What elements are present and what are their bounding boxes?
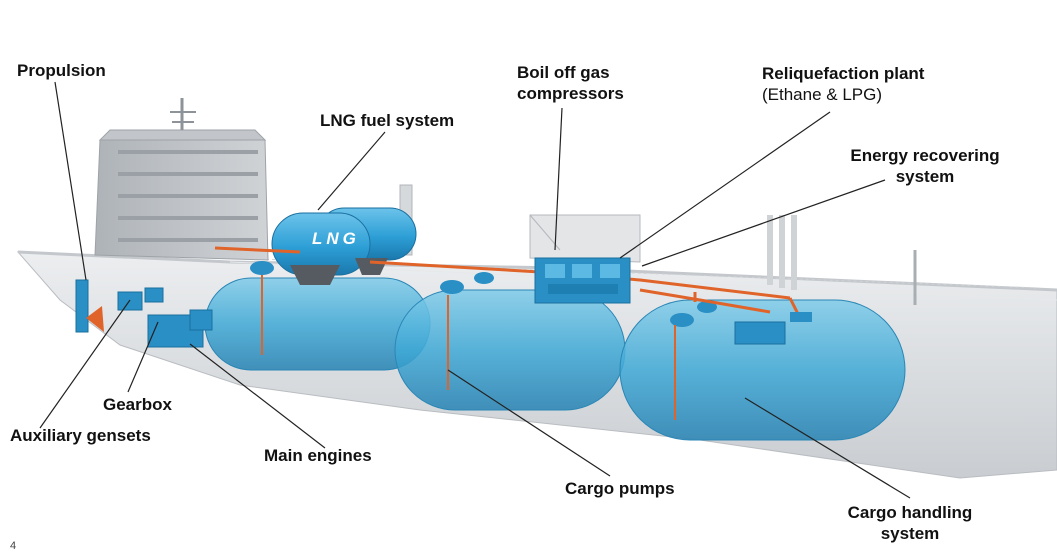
- label-energy-recovering-system: Energy recovering system: [848, 145, 1002, 187]
- label-cargo-pumps: Cargo pumps: [565, 479, 675, 498]
- label-cargo-handling-system: Cargo handling system: [840, 502, 980, 544]
- lng-fuel-tanks: LNG: [271, 207, 417, 285]
- label-cargo-handling-line1: Cargo handling: [847, 503, 973, 522]
- label-reliquefaction-sub: (Ethane & LPG): [762, 85, 883, 104]
- label-gearbox: Gearbox: [103, 395, 172, 414]
- superstructure: [94, 98, 269, 261]
- label-energy-line2: system: [895, 167, 955, 186]
- lng-tank-text: LNG: [312, 229, 360, 248]
- label-reliquefaction-title: Reliquefaction plant: [762, 64, 925, 83]
- process-plant: [534, 257, 631, 304]
- label-lng-fuel-system: LNG fuel system: [320, 111, 455, 130]
- cargo-tank-2: [394, 289, 626, 411]
- label-energy-line1: Energy recovering: [850, 146, 1000, 165]
- page-number: 4: [10, 540, 17, 552]
- energy-recovery-unit: [734, 312, 812, 345]
- label-boil-off-gas-compressors: Boil off gas compressors: [517, 62, 624, 104]
- label-boil-off-line2: compressors: [517, 84, 624, 103]
- cargo-tanks: [204, 261, 906, 441]
- label-boil-off-line1: Boil off gas: [517, 63, 610, 82]
- label-propulsion: Propulsion: [17, 61, 106, 80]
- label-cargo-handling-line2: system: [880, 524, 940, 543]
- deck-structures: [399, 184, 917, 305]
- label-main-engines: Main engines: [264, 446, 372, 465]
- label-auxiliary-gensets: Auxiliary gensets: [10, 426, 151, 445]
- label-reliquefaction-plant: Reliquefaction plant (Ethane & LPG): [762, 63, 924, 105]
- cargo-tank-3: [619, 299, 906, 441]
- leader-lines: [39, 81, 911, 499]
- propulsion-equipment: [75, 279, 213, 348]
